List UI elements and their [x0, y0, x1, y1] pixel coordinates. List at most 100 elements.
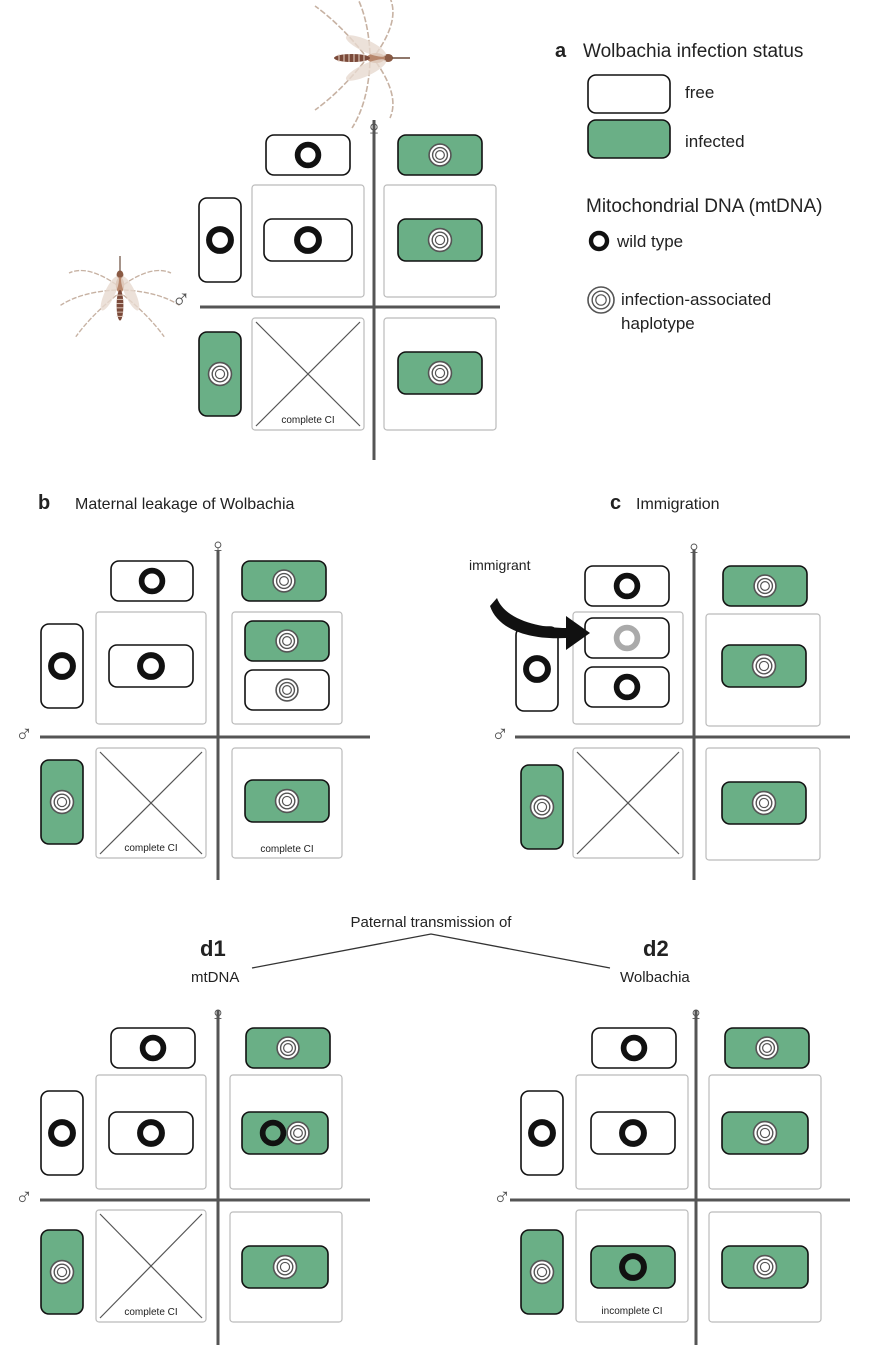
offspring-free [590, 1111, 676, 1155]
offspring-cell [95, 1074, 207, 1190]
wild-type-mtdna-icon [139, 1034, 167, 1062]
male-symbol: ♂ [493, 1184, 511, 1211]
wild-type-mtdna-icon [619, 1253, 647, 1281]
offspring-immigrant [584, 617, 670, 659]
offspring-cell [572, 611, 684, 725]
cross-cell [95, 1209, 207, 1323]
cross-line [99, 751, 203, 855]
haplotype-mtdna-icon [752, 1120, 778, 1146]
panel-d-bracket [251, 933, 611, 969]
wild-type-mtdna-icon [294, 226, 322, 254]
haplotype-mtdna-icon [755, 1036, 779, 1060]
offspring-cell [251, 184, 365, 298]
haplotype-mtdna-icon [49, 789, 75, 815]
ci-label: complete CI [281, 415, 334, 426]
wild-type-mtdna-icon [137, 652, 165, 680]
haplotype-mtdna-icon [275, 629, 299, 653]
offspring-free [263, 218, 353, 262]
wild-type-mtdna-icon [613, 572, 641, 600]
offspring-cell [383, 184, 497, 298]
offspring-cell [229, 1074, 343, 1190]
haplotype-mtdna-icon [752, 1254, 778, 1280]
offspring-cell [708, 1074, 822, 1190]
haplotype-mtdna-icon [276, 1036, 300, 1060]
cross-line [99, 1213, 203, 1319]
male-symbol: ♂ [491, 721, 509, 748]
panel-c-title: Immigration [636, 496, 720, 513]
offspring-cell [95, 611, 207, 725]
legend-haplotype-label: infection-associated [621, 290, 771, 309]
offspring-free [108, 1111, 194, 1155]
immigrant-mtdna-icon [613, 624, 641, 652]
immigrant-label: immigrant [469, 557, 531, 573]
haplotype-mtdna-icon [529, 794, 555, 820]
offspring-cell [575, 1209, 689, 1323]
cross-line [576, 751, 680, 855]
female-symbol: ♀ [209, 1002, 227, 1029]
wild-type-mtdna-icon [137, 1119, 165, 1147]
legend-haplotype-label: haplotype [621, 314, 695, 333]
cross-cell [572, 747, 684, 859]
wild-type-mtdna-icon [620, 1034, 648, 1062]
legend-haplotype-icon [587, 286, 615, 314]
haplotype-mtdna-icon [49, 1259, 75, 1285]
haplotype-mtdna-icon [275, 678, 299, 702]
offspring-infected-wild-type [590, 1245, 676, 1289]
haplotype-mtdna-icon [272, 1254, 298, 1280]
legend-mtdna-title: Mitochondrial DNA (mtDNA) [586, 196, 823, 217]
panel-d-title: Paternal transmission of [351, 914, 513, 931]
female-parent-free [584, 565, 670, 607]
panel-d2-letter: d2 [643, 936, 669, 961]
haplotype-mtdna-icon [428, 143, 452, 167]
female-symbol: ♀ [209, 534, 227, 561]
legend-letter: a [555, 40, 567, 62]
cross-cell [95, 747, 207, 859]
panel-d1-letter: d1 [200, 936, 226, 961]
legend-free-swatch [587, 74, 671, 114]
haplotype-mtdna-icon [751, 653, 777, 679]
male-mosquito-icon [60, 255, 180, 338]
legend-wild-type-label: wild type [616, 232, 683, 251]
curved-arrow-icon [490, 598, 590, 650]
offspring-cell [231, 611, 343, 725]
female-parent-free [265, 134, 351, 176]
wild-type-mtdna-icon [294, 141, 322, 169]
haplotype-mtdna-icon [274, 788, 300, 814]
legend-infected-swatch [587, 119, 671, 159]
wild-type-mtdna-icon [259, 1119, 287, 1147]
offspring-cell [705, 613, 821, 727]
ci-label: complete CI [260, 844, 313, 855]
cross-line [255, 321, 361, 427]
haplotype-mtdna-icon [286, 1121, 310, 1145]
offspring-cell [383, 317, 497, 431]
wild-type-mtdna-icon [48, 1119, 76, 1147]
haplotype-mtdna-icon [529, 1259, 555, 1285]
wild-type-mtdna-icon [138, 567, 166, 595]
male-parent-free [198, 197, 242, 283]
haplotype-mtdna-icon [751, 790, 777, 816]
female-symbol: ♀ [364, 114, 384, 144]
wild-type-mtdna-icon [619, 1119, 647, 1147]
haplotype-mtdna-icon [427, 227, 453, 253]
male-parent-free [515, 626, 559, 712]
female-parent-free [591, 1027, 677, 1069]
wild-type-mtdna-icon [523, 655, 551, 683]
wild-type-mtdna-icon [48, 652, 76, 680]
panel-b-letter: b [38, 492, 50, 514]
ci-label: incomplete CI [601, 1306, 662, 1317]
male-parent-free [40, 1090, 84, 1176]
female-symbol: ♀ [687, 1002, 705, 1029]
panel-c-letter: c [610, 492, 621, 514]
haplotype-mtdna-icon [427, 360, 453, 386]
ci-label: complete CI [124, 843, 177, 854]
offspring-cell [229, 1211, 343, 1323]
ci-label: complete CI [124, 1307, 177, 1318]
legend-infected-label: infected [685, 132, 745, 151]
offspring-cell [231, 747, 343, 859]
female-mosquito-icon [314, 0, 410, 129]
offspring-free [108, 644, 194, 688]
panel-d1-label: mtDNA [191, 969, 239, 986]
wild-type-mtdna-icon [206, 226, 234, 254]
offspring-cell [575, 1074, 689, 1190]
